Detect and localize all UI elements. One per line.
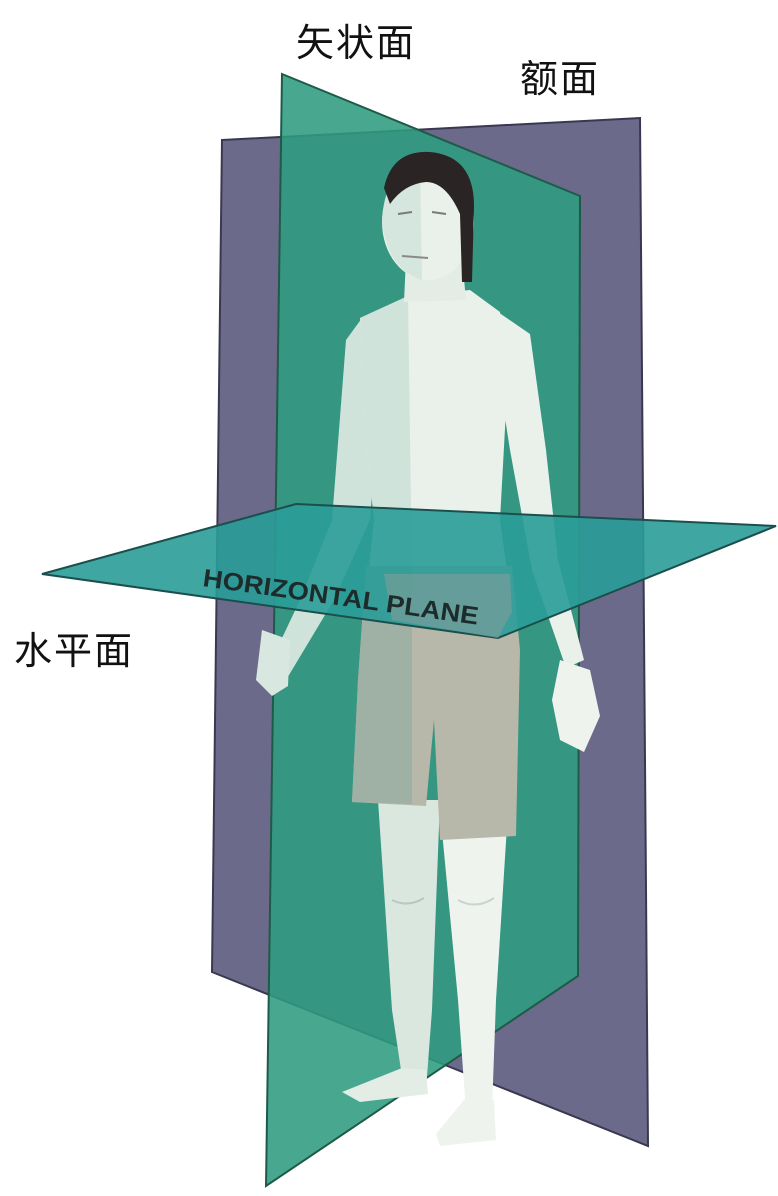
human-figure <box>256 151 600 1146</box>
horizontal-plane-label: 水平面 <box>14 629 135 673</box>
left-hand <box>256 630 290 696</box>
sagittal-plane-label: 矢状面 <box>296 21 417 65</box>
left-arm <box>266 318 382 680</box>
right-hand <box>552 660 600 752</box>
left-foot <box>342 1068 428 1102</box>
left-leg <box>378 800 440 1090</box>
right-foot <box>436 1100 496 1146</box>
right-leg <box>440 810 508 1112</box>
hair <box>384 151 474 282</box>
horizontal-plane <box>41 502 777 640</box>
frontal-plane-label: 额面 <box>520 57 601 101</box>
